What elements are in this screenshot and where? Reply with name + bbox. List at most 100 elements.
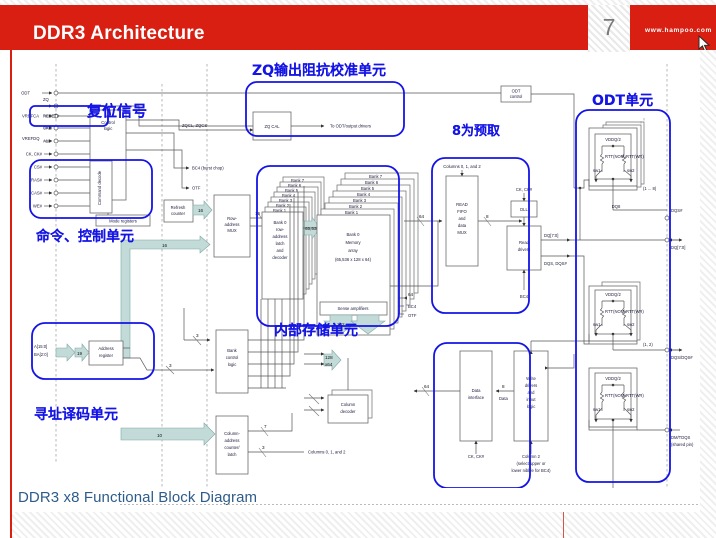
svg-text:Memory: Memory — [345, 240, 361, 245]
svg-text:logic: logic — [527, 404, 536, 409]
pin-label-ras: RAS# — [31, 178, 43, 183]
bank-memory-array-stack: Bank 7 Bank 6 Bank 5 Bank 4 Bank 3 Bank … — [316, 172, 419, 336]
svg-text:ZQCL, ZQCS: ZQCL, ZQCS — [182, 123, 207, 128]
svg-text:and: and — [277, 248, 285, 253]
svg-text:DLL: DLL — [520, 207, 528, 212]
svg-text:ZQ CAL: ZQ CAL — [264, 124, 280, 129]
svg-text:To ODT/output drivers: To ODT/output drivers — [330, 124, 371, 129]
svg-text:address: address — [273, 234, 288, 239]
annotation-mem-unit: 内部存储单元 — [274, 323, 358, 339]
block-address-register — [88, 340, 124, 366]
bus-arrow-column — [120, 422, 216, 446]
svg-text:Bank 1: Bank 1 — [345, 210, 359, 215]
svg-text:8: 8 — [502, 384, 505, 389]
svg-text:OTF: OTF — [192, 186, 201, 191]
svg-text:BC4: BC4 — [408, 304, 417, 309]
svg-text:Bank 0: Bank 0 — [273, 220, 287, 225]
block-data-interface — [459, 350, 493, 442]
svg-text:DQ[7:0]: DQ[7:0] — [544, 233, 558, 238]
caption-underline — [120, 504, 700, 505]
svg-text:3: 3 — [169, 363, 172, 368]
page-title: DDR3 Architecture — [33, 23, 205, 44]
annotation-prefetch: 8为预取 — [452, 124, 501, 139]
svg-text:DQS, DQS#: DQS, DQS# — [544, 261, 567, 266]
pin-label-dq70: DQ[7:0] — [671, 245, 685, 250]
svg-text:Mode registers: Mode registers — [109, 219, 137, 224]
svg-text:decoder: decoder — [340, 409, 356, 414]
svg-text:Bank 7: Bank 7 — [291, 178, 305, 183]
svg-text:sw1: sw1 — [593, 168, 601, 173]
highlight-memory-unit — [256, 165, 400, 327]
svg-text:3: 3 — [196, 333, 199, 338]
svg-text:Column 2: Column 2 — [522, 454, 541, 459]
svg-text:address: address — [225, 438, 240, 443]
svg-text:Bank 5: Bank 5 — [285, 188, 299, 193]
svg-text:(1, 2): (1, 2) — [643, 342, 653, 347]
svg-text:data: data — [458, 223, 467, 228]
svg-text:64: 64 — [424, 384, 430, 389]
svg-text:RTT(NOM): RTT(NOM) — [605, 309, 626, 314]
svg-text:address: address — [225, 222, 240, 227]
svg-text:lower nibble for BC4): lower nibble for BC4) — [511, 468, 551, 473]
pin-label-we: WE# — [33, 204, 43, 209]
annotation-addr-decode: 寻址译码单元 — [34, 407, 118, 423]
svg-text:Bank 1: Bank 1 — [273, 208, 287, 213]
svg-text:BC4: BC4 — [520, 294, 529, 299]
pin-label-a12: A12 — [43, 139, 51, 144]
highlight-odt-unit — [575, 109, 671, 483]
svg-text:row-: row- — [276, 227, 285, 232]
svg-text:(shared pin): (shared pin) — [671, 442, 694, 447]
odt-termination-cell-top: VDDQ/2 RTT(NOM) RTT(WR) sw1 sw2 (1 ... 8… — [588, 118, 657, 210]
odt-termination-cell-mid: VDDQ/2 RTT(NOM) RTT(WR) sw1 sw2 (1, 2) — [588, 281, 653, 350]
svg-text:Refresh: Refresh — [171, 205, 186, 210]
svg-text:ODT: ODT — [512, 89, 521, 94]
svg-text:x64: x64 — [325, 362, 333, 367]
highlight-address-decode — [31, 322, 155, 380]
bus-arrow-address — [120, 235, 211, 359]
svg-text:Data: Data — [472, 388, 482, 393]
svg-text:65,536: 65,536 — [305, 226, 319, 231]
svg-text:Bank 2: Bank 2 — [349, 204, 363, 209]
svg-text:MUX: MUX — [227, 228, 237, 233]
svg-text:interface: interface — [468, 395, 485, 400]
pin-label-odt: ODT — [21, 91, 30, 96]
svg-text:MUX: MUX — [457, 230, 467, 235]
pin-label-vrefdq: VREFDQ — [22, 136, 40, 141]
svg-text:drivers: drivers — [518, 247, 531, 252]
svg-text:sw1: sw1 — [593, 407, 601, 412]
svg-text:VDDQ/2: VDDQ/2 — [605, 292, 621, 297]
pin-label-ba20: BA[2:0] — [34, 352, 48, 357]
svg-text:logic: logic — [104, 126, 113, 131]
svg-text:64: 64 — [419, 214, 425, 219]
svg-text:counter/: counter/ — [224, 445, 240, 450]
pin-label-dm-tdqs: DM/TDQS — [671, 435, 691, 440]
svg-text:drivers: drivers — [525, 383, 538, 388]
page-number-box: 7 — [588, 5, 630, 52]
svg-text:3: 3 — [262, 445, 265, 450]
svg-text:16: 16 — [162, 243, 168, 248]
svg-text:Column-: Column- — [224, 431, 240, 436]
pin-label-zq: ZQ — [43, 97, 50, 102]
svg-text:READ: READ — [456, 202, 468, 207]
svg-text:and: and — [459, 216, 467, 221]
svg-text:Bank 3: Bank 3 — [279, 198, 293, 203]
svg-text:OTF: OTF — [408, 313, 417, 318]
pin-label-a150: A[15:0] — [34, 344, 47, 349]
annotation-zq-unit: ZQ输出阻抗校准单元 — [252, 63, 387, 79]
svg-text:Bank 0: Bank 0 — [346, 232, 360, 237]
svg-text:control: control — [510, 94, 523, 99]
svg-text:sw2: sw2 — [627, 407, 635, 412]
svg-text:RTT(WR): RTT(WR) — [626, 154, 644, 159]
svg-text:Bank: Bank — [227, 348, 237, 353]
block-mode-registers — [95, 214, 151, 227]
svg-text:Data: Data — [499, 396, 509, 401]
annotation-cmd-ctrl: 命令、控制单元 — [36, 229, 134, 245]
svg-text:register: register — [99, 353, 114, 358]
svg-text:7: 7 — [264, 424, 267, 429]
pin-label-reset: RESET# — [43, 114, 60, 119]
svg-text:BC4 (burst chop): BC4 (burst chop) — [192, 166, 224, 171]
svg-text:Bank 6: Bank 6 — [288, 183, 302, 188]
odt-termination-cell-bottom: VDDQ/2 RTT(NOM) RTT(WR) sw1 sw2 — [588, 367, 644, 488]
svg-text:RTT(WR): RTT(WR) — [626, 393, 644, 398]
